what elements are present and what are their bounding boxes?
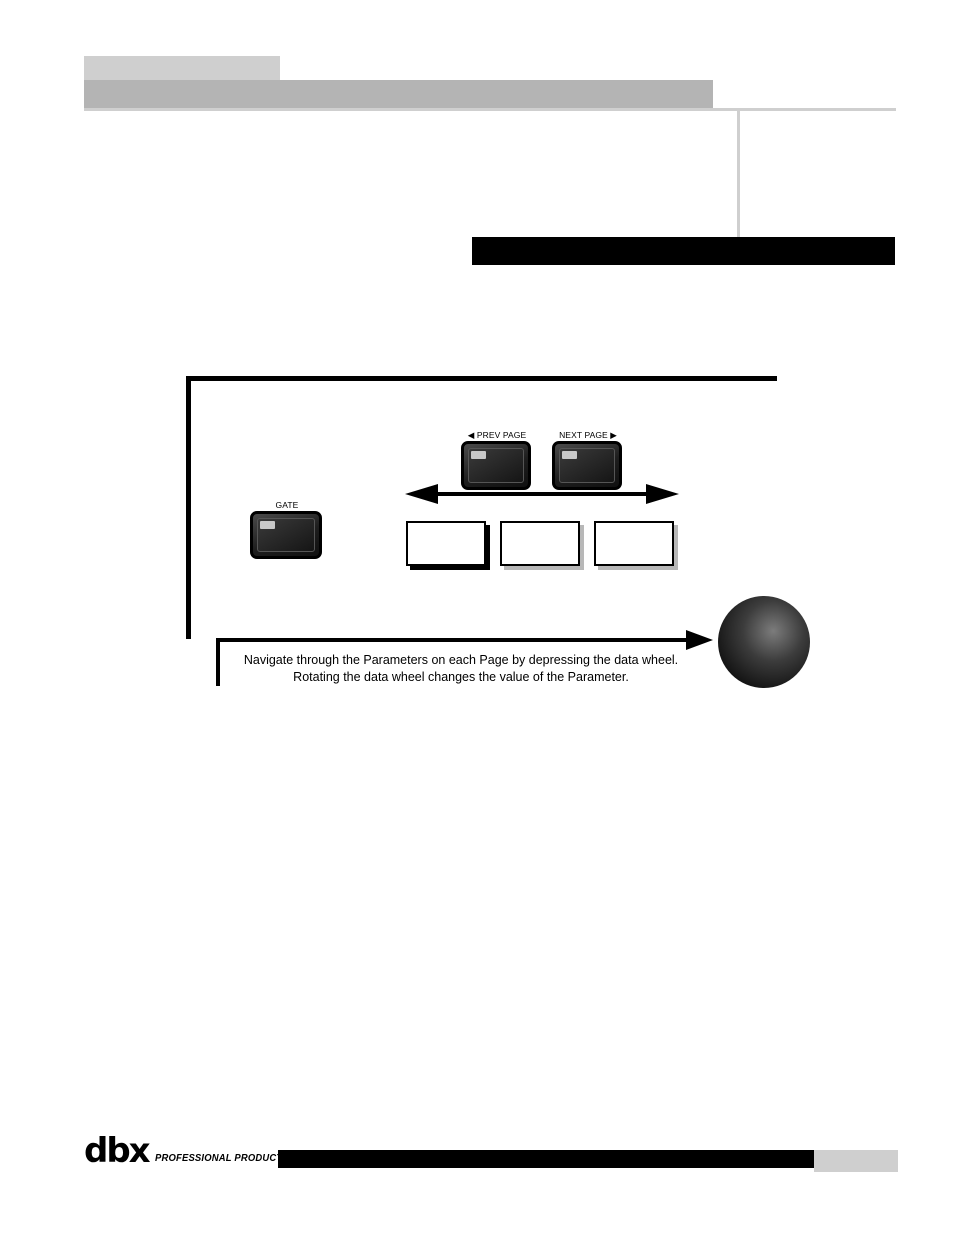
prev-page-led-icon	[471, 451, 486, 459]
page-box-3	[594, 521, 674, 566]
header-rule	[84, 108, 896, 111]
caption-line-1: Navigate through the Parameters on each …	[243, 653, 679, 667]
section-title-bar	[472, 237, 895, 265]
logo-mark: dbx	[84, 1131, 151, 1171]
logo-text: PROFESSIONAL PRODUCTS	[154, 1152, 289, 1164]
next-page-label: NEXT PAGE ▶	[559, 430, 617, 440]
header-vertical-rule	[737, 111, 740, 239]
next-page-button[interactable]	[552, 441, 622, 490]
page-navigation-arrow-icon	[405, 484, 679, 504]
prev-page-label: ◀ PREV PAGE	[467, 430, 527, 440]
page-box-1	[406, 521, 486, 566]
diagram-frame-left	[186, 376, 191, 639]
gate-button[interactable]	[250, 511, 322, 559]
page-box-2	[500, 521, 580, 566]
wheel-pointer-arrow-icon	[216, 630, 713, 686]
diagram-frame-top	[186, 376, 777, 381]
caption-line-2: Rotating the data wheel changes the valu…	[293, 670, 629, 684]
chapter-tab	[84, 56, 280, 80]
footer-bar	[278, 1150, 814, 1168]
dbx-logo: dbx PROFESSIONAL PRODUCTS	[84, 1131, 303, 1171]
chapter-title-bar	[84, 80, 713, 108]
gate-led-icon	[260, 521, 275, 529]
next-page-led-icon	[562, 451, 577, 459]
gate-button-label: GATE	[275, 500, 299, 510]
data-wheel-knob[interactable]	[718, 596, 810, 688]
prev-page-button[interactable]	[461, 441, 531, 490]
diagram-caption: Navigate through the Parameters on each …	[220, 652, 702, 686]
page-number-tab	[814, 1150, 898, 1172]
